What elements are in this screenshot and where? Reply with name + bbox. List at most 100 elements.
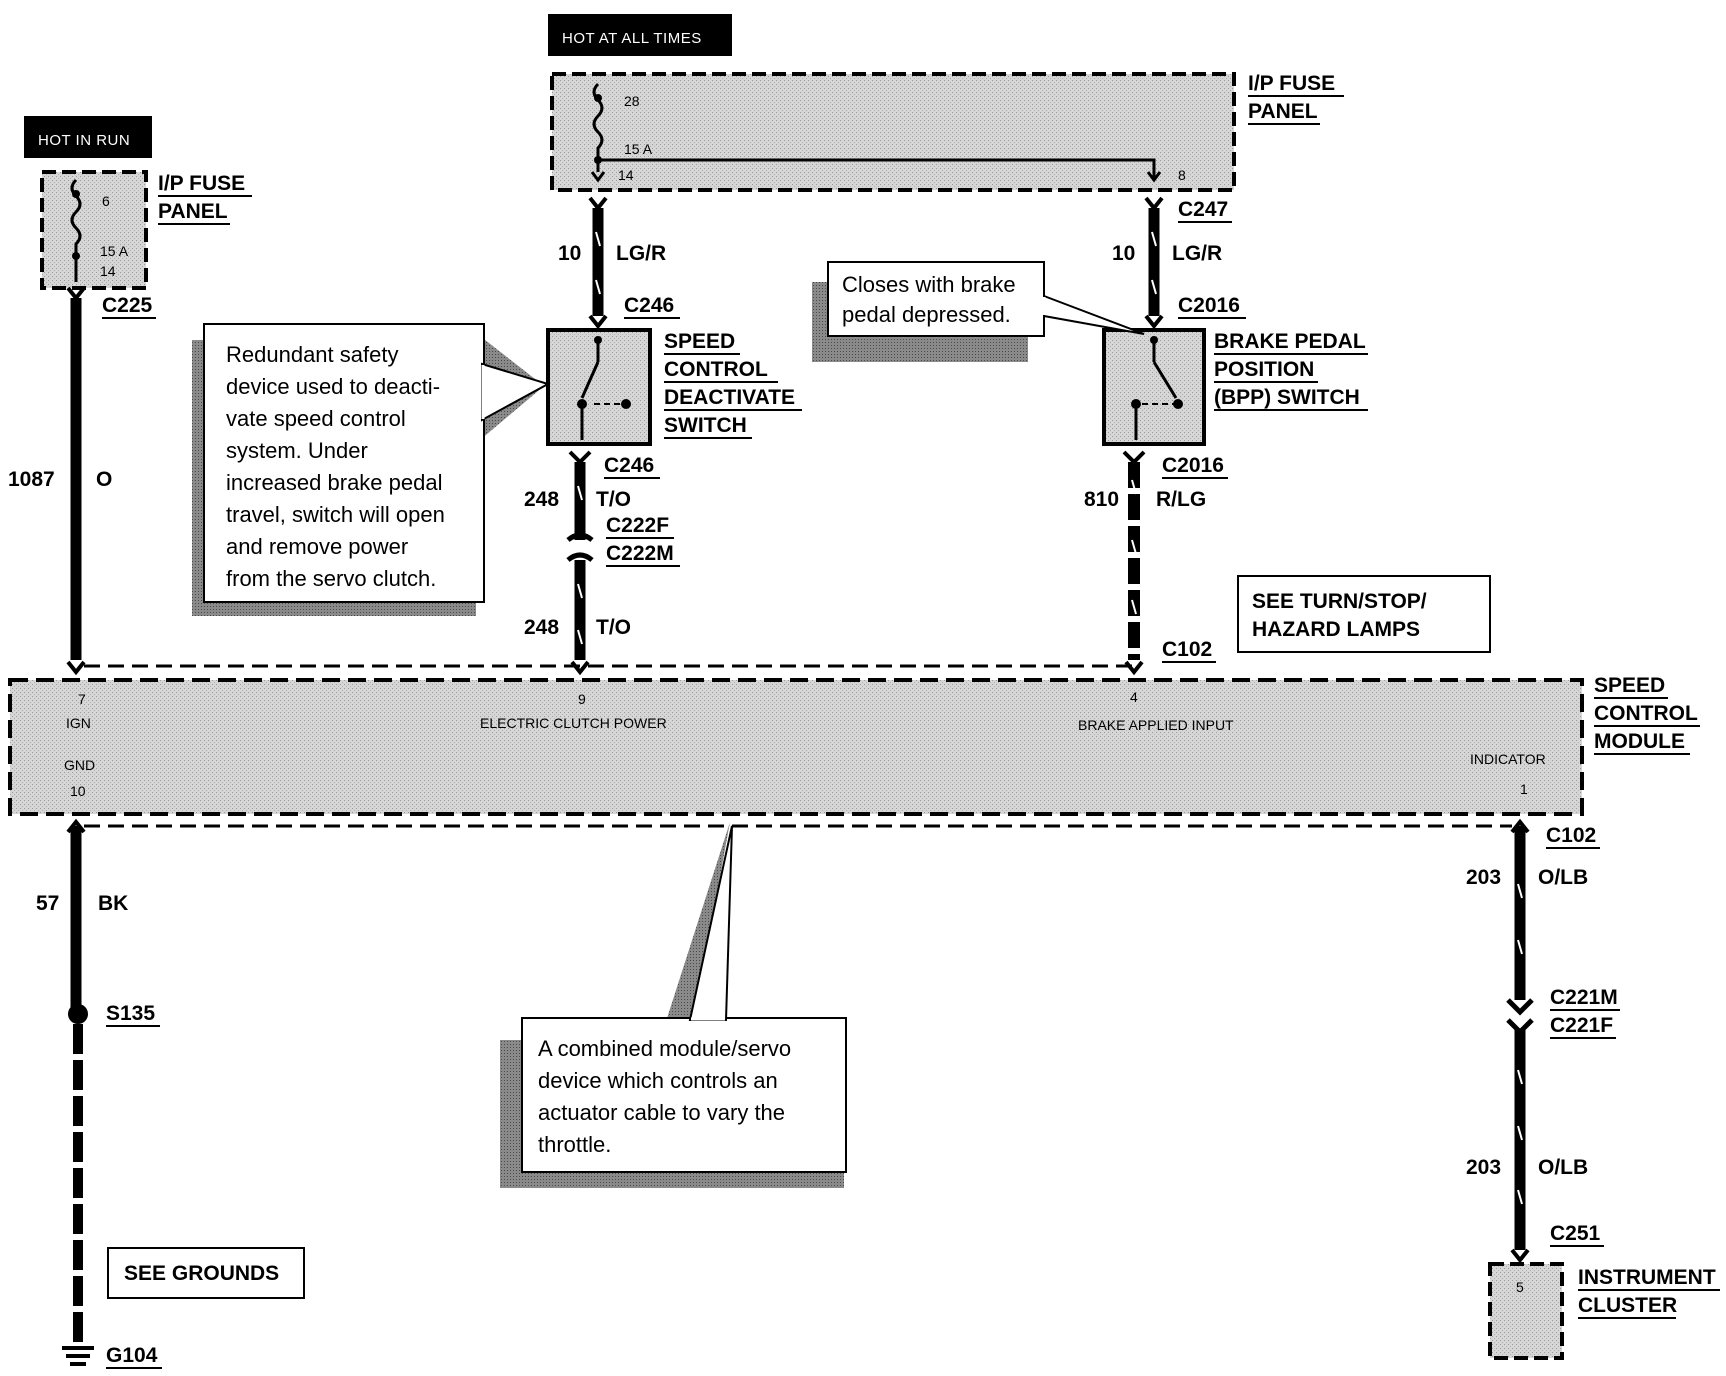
svg-text:C221F: C221F — [1550, 1014, 1613, 1037]
svg-text:1: 1 — [1520, 781, 1528, 797]
svg-text:6: 6 — [102, 193, 110, 209]
svg-text:C247: C247 — [1178, 198, 1228, 221]
svg-text:system. Under: system. Under — [226, 438, 368, 463]
speed-control-module: 7 IGN GND 10 9 ELECTRIC CLUTCH POWER 4 B… — [8, 674, 1700, 816]
svg-text:14: 14 — [618, 167, 634, 183]
svg-text:C2016: C2016 — [1162, 454, 1224, 477]
svg-text:57: 57 — [36, 892, 59, 915]
see-turn-stop-hazard-lamps-ref[interactable]: SEE TURN/STOP/ HAZARD LAMPS — [1237, 575, 1491, 653]
hot-in-run-header: HOT IN RUN — [24, 116, 152, 158]
svg-text:9: 9 — [578, 691, 586, 707]
svg-text:from the servo clutch.: from the servo clutch. — [226, 566, 436, 591]
svg-text:MODULE: MODULE — [1594, 730, 1685, 753]
svg-text:I/P FUSE: I/P FUSE — [158, 172, 245, 195]
svg-text:10: 10 — [558, 242, 581, 265]
svg-text:10: 10 — [70, 783, 86, 799]
svg-text:LG/R: LG/R — [616, 242, 666, 265]
svg-text:15 A: 15 A — [100, 243, 129, 259]
svg-text:BK: BK — [98, 892, 128, 915]
svg-text:R/LG: R/LG — [1156, 488, 1206, 511]
wire-203-olb: C102 203 O/LB C221M C221F 203 O/LB C251 — [1466, 818, 1620, 1264]
svg-text:810: 810 — [1084, 488, 1119, 511]
brake-pedal-position-switch: BRAKE PEDAL POSITION (BPP) SWITCH — [1102, 328, 1368, 446]
svg-text:C222F: C222F — [606, 514, 669, 537]
ground-icon — [62, 1346, 94, 1366]
svg-text:BRAKE PEDAL: BRAKE PEDAL — [1214, 330, 1366, 353]
svg-text:HOT IN RUN: HOT IN RUN — [38, 132, 130, 149]
svg-text:pedal depressed.: pedal depressed. — [842, 302, 1011, 327]
svg-text:travel, switch will open: travel, switch will open — [226, 502, 445, 527]
svg-text:throttle.: throttle. — [538, 1132, 611, 1157]
svg-text:DEACTIVATE: DEACTIVATE — [664, 386, 795, 409]
svg-text:Closes with brake: Closes with brake — [842, 272, 1016, 297]
svg-text:device used to deacti-: device used to deacti- — [226, 374, 440, 399]
wire-1087-ign: C225 1087 O — [8, 286, 156, 676]
svg-text:BRAKE APPLIED INPUT: BRAKE APPLIED INPUT — [1078, 717, 1234, 733]
note-closes-with-brake-pedal: Closes with brake pedal depressed. — [812, 261, 1145, 362]
hot-at-all-times-header: HOT AT ALL TIMES — [548, 14, 732, 56]
svg-text:1087: 1087 — [8, 468, 55, 491]
svg-text:vate speed control: vate speed control — [226, 406, 406, 431]
svg-text:Redundant safety: Redundant safety — [226, 342, 398, 367]
svg-text:C102: C102 — [1162, 638, 1212, 661]
svg-text:28: 28 — [624, 93, 640, 109]
svg-text:203: 203 — [1466, 1156, 1501, 1179]
svg-text:ELECTRIC CLUTCH POWER: ELECTRIC CLUTCH POWER — [480, 715, 667, 731]
g104-label: G104 — [106, 1344, 158, 1367]
svg-text:CONTROL: CONTROL — [1594, 702, 1698, 725]
svg-text:10: 10 — [1112, 242, 1135, 265]
svg-text:actuator cable to vary the: actuator cable to vary the — [538, 1100, 785, 1125]
svg-text:SEE GROUNDS: SEE GROUNDS — [124, 1262, 279, 1285]
wire-10-lgr-right: C247 10 LG/R C2016 — [1112, 196, 1246, 330]
svg-text:GND: GND — [64, 757, 95, 773]
wire-810-rlg: C2016 810 R/LG C102 — [1084, 450, 1228, 676]
ip-fuse-panel-top: 28 15 A 14 8 I/P FUSE PANEL — [550, 72, 1344, 192]
svg-text:CONTROL: CONTROL — [664, 358, 768, 381]
svg-text:PANEL: PANEL — [1248, 100, 1318, 123]
svg-text:15 A: 15 A — [624, 141, 653, 157]
svg-text:C221M: C221M — [1550, 986, 1618, 1009]
svg-text:device which controls an: device which controls an — [538, 1068, 778, 1093]
svg-text:O: O — [96, 468, 112, 491]
svg-text:C246: C246 — [604, 454, 654, 477]
svg-text:C246: C246 — [624, 294, 674, 317]
svg-text:SPEED: SPEED — [1594, 674, 1665, 697]
wire-10-lgr-left: 10 LG/R C246 — [558, 196, 680, 330]
svg-text:SEE TURN/STOP/: SEE TURN/STOP/ — [1252, 590, 1427, 613]
svg-text:POSITION: POSITION — [1214, 358, 1314, 381]
ip-fuse-panel-left: 6 15 A 14 I/P FUSE PANEL — [40, 170, 252, 290]
svg-text:and remove power: and remove power — [226, 534, 408, 559]
note-redundant-safety-device: Redundant safety device used to deacti- … — [192, 323, 551, 616]
svg-text:C102: C102 — [1546, 824, 1596, 847]
see-grounds-ref[interactable]: SEE GROUNDS — [107, 1247, 305, 1299]
svg-text:14: 14 — [100, 263, 116, 279]
svg-text:C225: C225 — [102, 294, 153, 317]
svg-text:S135: S135 — [106, 1002, 155, 1025]
svg-text:248: 248 — [524, 616, 559, 639]
svg-text:203: 203 — [1466, 866, 1501, 889]
svg-text:7: 7 — [78, 691, 86, 707]
svg-text:O/LB: O/LB — [1538, 1156, 1588, 1179]
svg-text:8: 8 — [1178, 167, 1186, 183]
svg-text:SPEED: SPEED — [664, 330, 735, 353]
svg-text:C251: C251 — [1550, 1222, 1601, 1245]
svg-text:248: 248 — [524, 488, 559, 511]
svg-text:SWITCH: SWITCH — [664, 414, 747, 437]
wire-248-to: C246 248 T/O C222F C222M 248 T/O — [524, 450, 680, 676]
svg-text:IGN: IGN — [66, 715, 91, 731]
svg-text:INDICATOR: INDICATOR — [1470, 751, 1546, 767]
svg-text:5: 5 — [1516, 1279, 1524, 1295]
svg-text:(BPP) SWITCH: (BPP) SWITCH — [1214, 386, 1360, 409]
svg-text:HOT AT ALL TIMES: HOT AT ALL TIMES — [562, 30, 702, 47]
svg-text:A combined module/servo: A combined module/servo — [538, 1036, 791, 1061]
wire-57-bk-ground: 57 BK S135 — [36, 818, 160, 1346]
instrument-cluster: 5 INSTRUMENT CLUSTER — [1488, 1262, 1720, 1360]
svg-text:CLUSTER: CLUSTER — [1578, 1294, 1677, 1317]
svg-text:HAZARD LAMPS: HAZARD LAMPS — [1252, 618, 1420, 641]
svg-text:PANEL: PANEL — [158, 200, 228, 223]
note-combined-module-servo: A combined module/servo device which con… — [500, 822, 847, 1188]
svg-text:C222M: C222M — [606, 542, 674, 565]
svg-text:T/O: T/O — [596, 616, 631, 639]
svg-text:O/LB: O/LB — [1538, 866, 1588, 889]
